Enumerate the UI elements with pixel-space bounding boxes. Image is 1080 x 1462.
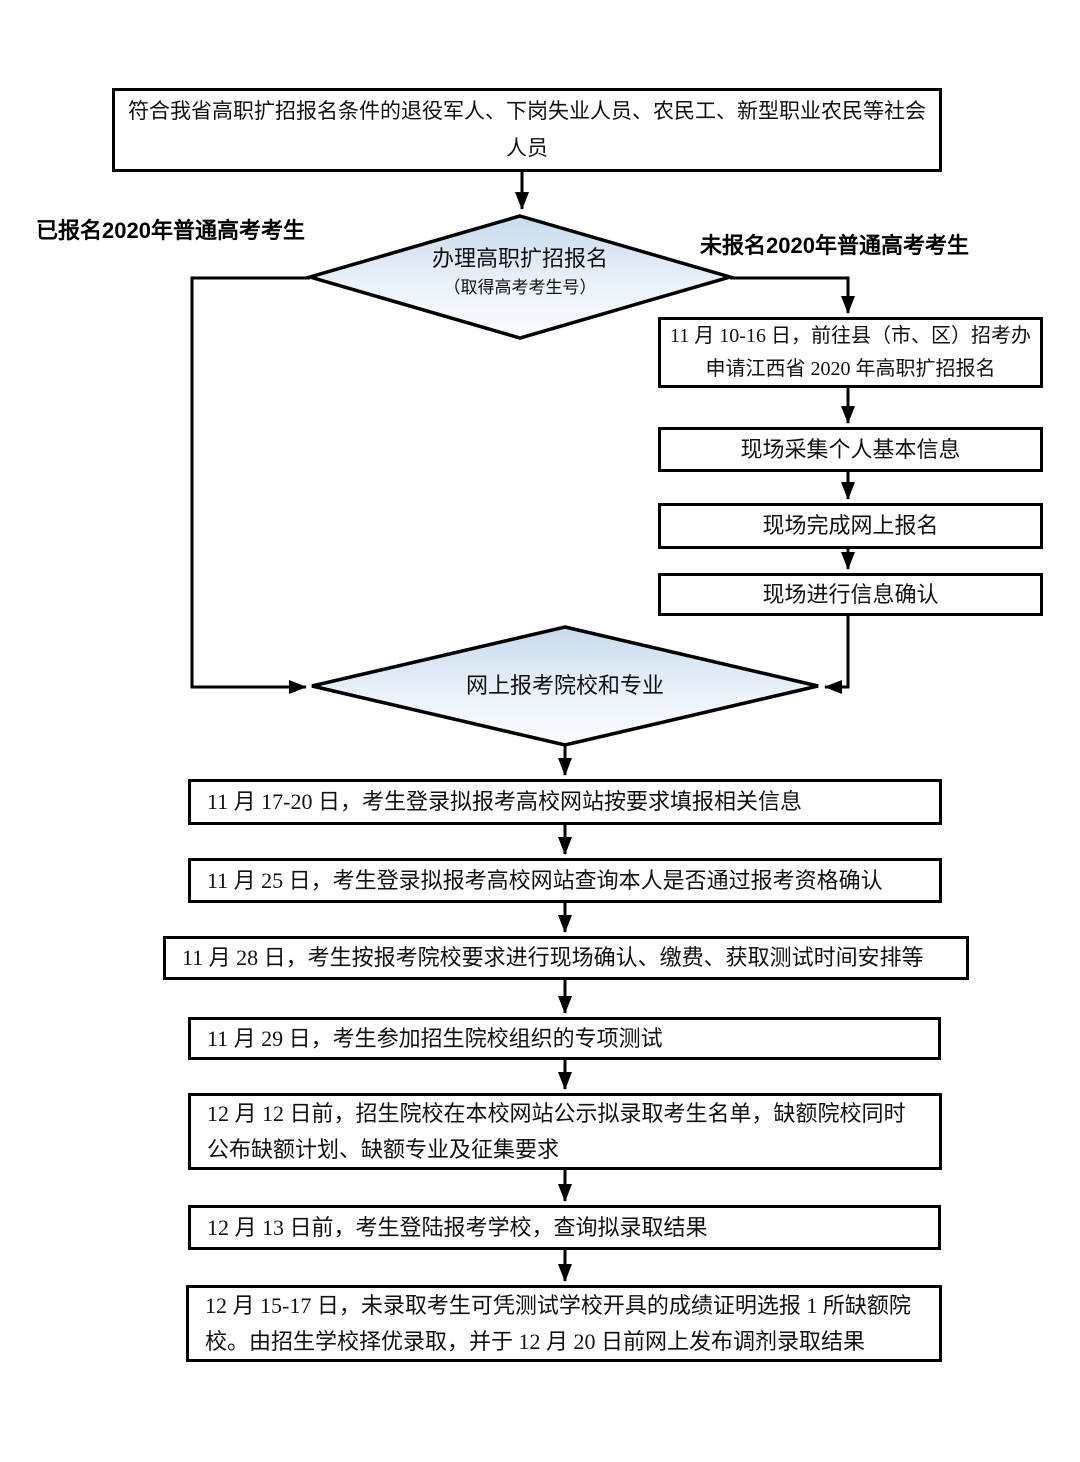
decision-diamond-apply xyxy=(303,214,737,340)
branch-label-registered: 已报名2020年普通高考考生 xyxy=(36,218,305,243)
decision-apply-text: 办理高职扩招报名 （取得高考考生号） xyxy=(370,246,670,299)
decision-choose-college-text: 网上报考院校和专业 xyxy=(465,673,664,698)
decision-apply-title: 办理高职扩招报名 xyxy=(431,246,608,271)
step-complete-online-registration: 现场完成网上报名 xyxy=(658,503,1043,549)
step-adjustment-admission: 12 月 15-17 日，未录取考生可凭测试学校开具的成绩证明选报 1 所缺额院… xyxy=(186,1285,942,1362)
decision-apply-subtitle: （取得高考考生号） xyxy=(443,278,597,298)
step-onsite-confirm-and-pay: 11 月 28 日，考生按报考院校要求进行现场确认、缴费、获取测试时间安排等 xyxy=(163,936,969,980)
decision-diamond-choose-college xyxy=(311,625,819,747)
step-publish-admission-list: 12 月 12 日前，招生院校在本校网站公示拟录取考生名单，缺额院校同时公布缺额… xyxy=(188,1093,942,1170)
branch-label-unregistered: 未报名2020年普通高考考生 xyxy=(700,233,969,258)
step-check-qualification: 11 月 25 日，考生登录拟报考高校网站查询本人是否通过报考资格确认 xyxy=(188,858,942,903)
step-collect-personal-info: 现场采集个人基本信息 xyxy=(658,427,1043,472)
step-query-admission-result: 12 月 13 日前，考生登陆报考学校，查询拟录取结果 xyxy=(188,1205,941,1250)
connector-arrows xyxy=(190,172,855,1282)
step-fill-application-info: 11 月 17-20 日，考生登录拟报考高校网站按要求填报相关信息 xyxy=(188,779,942,825)
step-onsite-info-confirmation: 现场进行信息确认 xyxy=(658,573,1043,616)
step-apply-at-county-office: 11 月 10-16 日，前往县（市、区）招考办申请江西省 2020 年高职扩招… xyxy=(658,317,1043,388)
start-node: 符合我省高职扩招报名条件的退役军人、下岗失业人员、农民工、新型职业农民等社会人员 xyxy=(112,88,942,172)
step-special-test: 11 月 29 日，考生参加招生院校组织的专项测试 xyxy=(188,1017,941,1060)
